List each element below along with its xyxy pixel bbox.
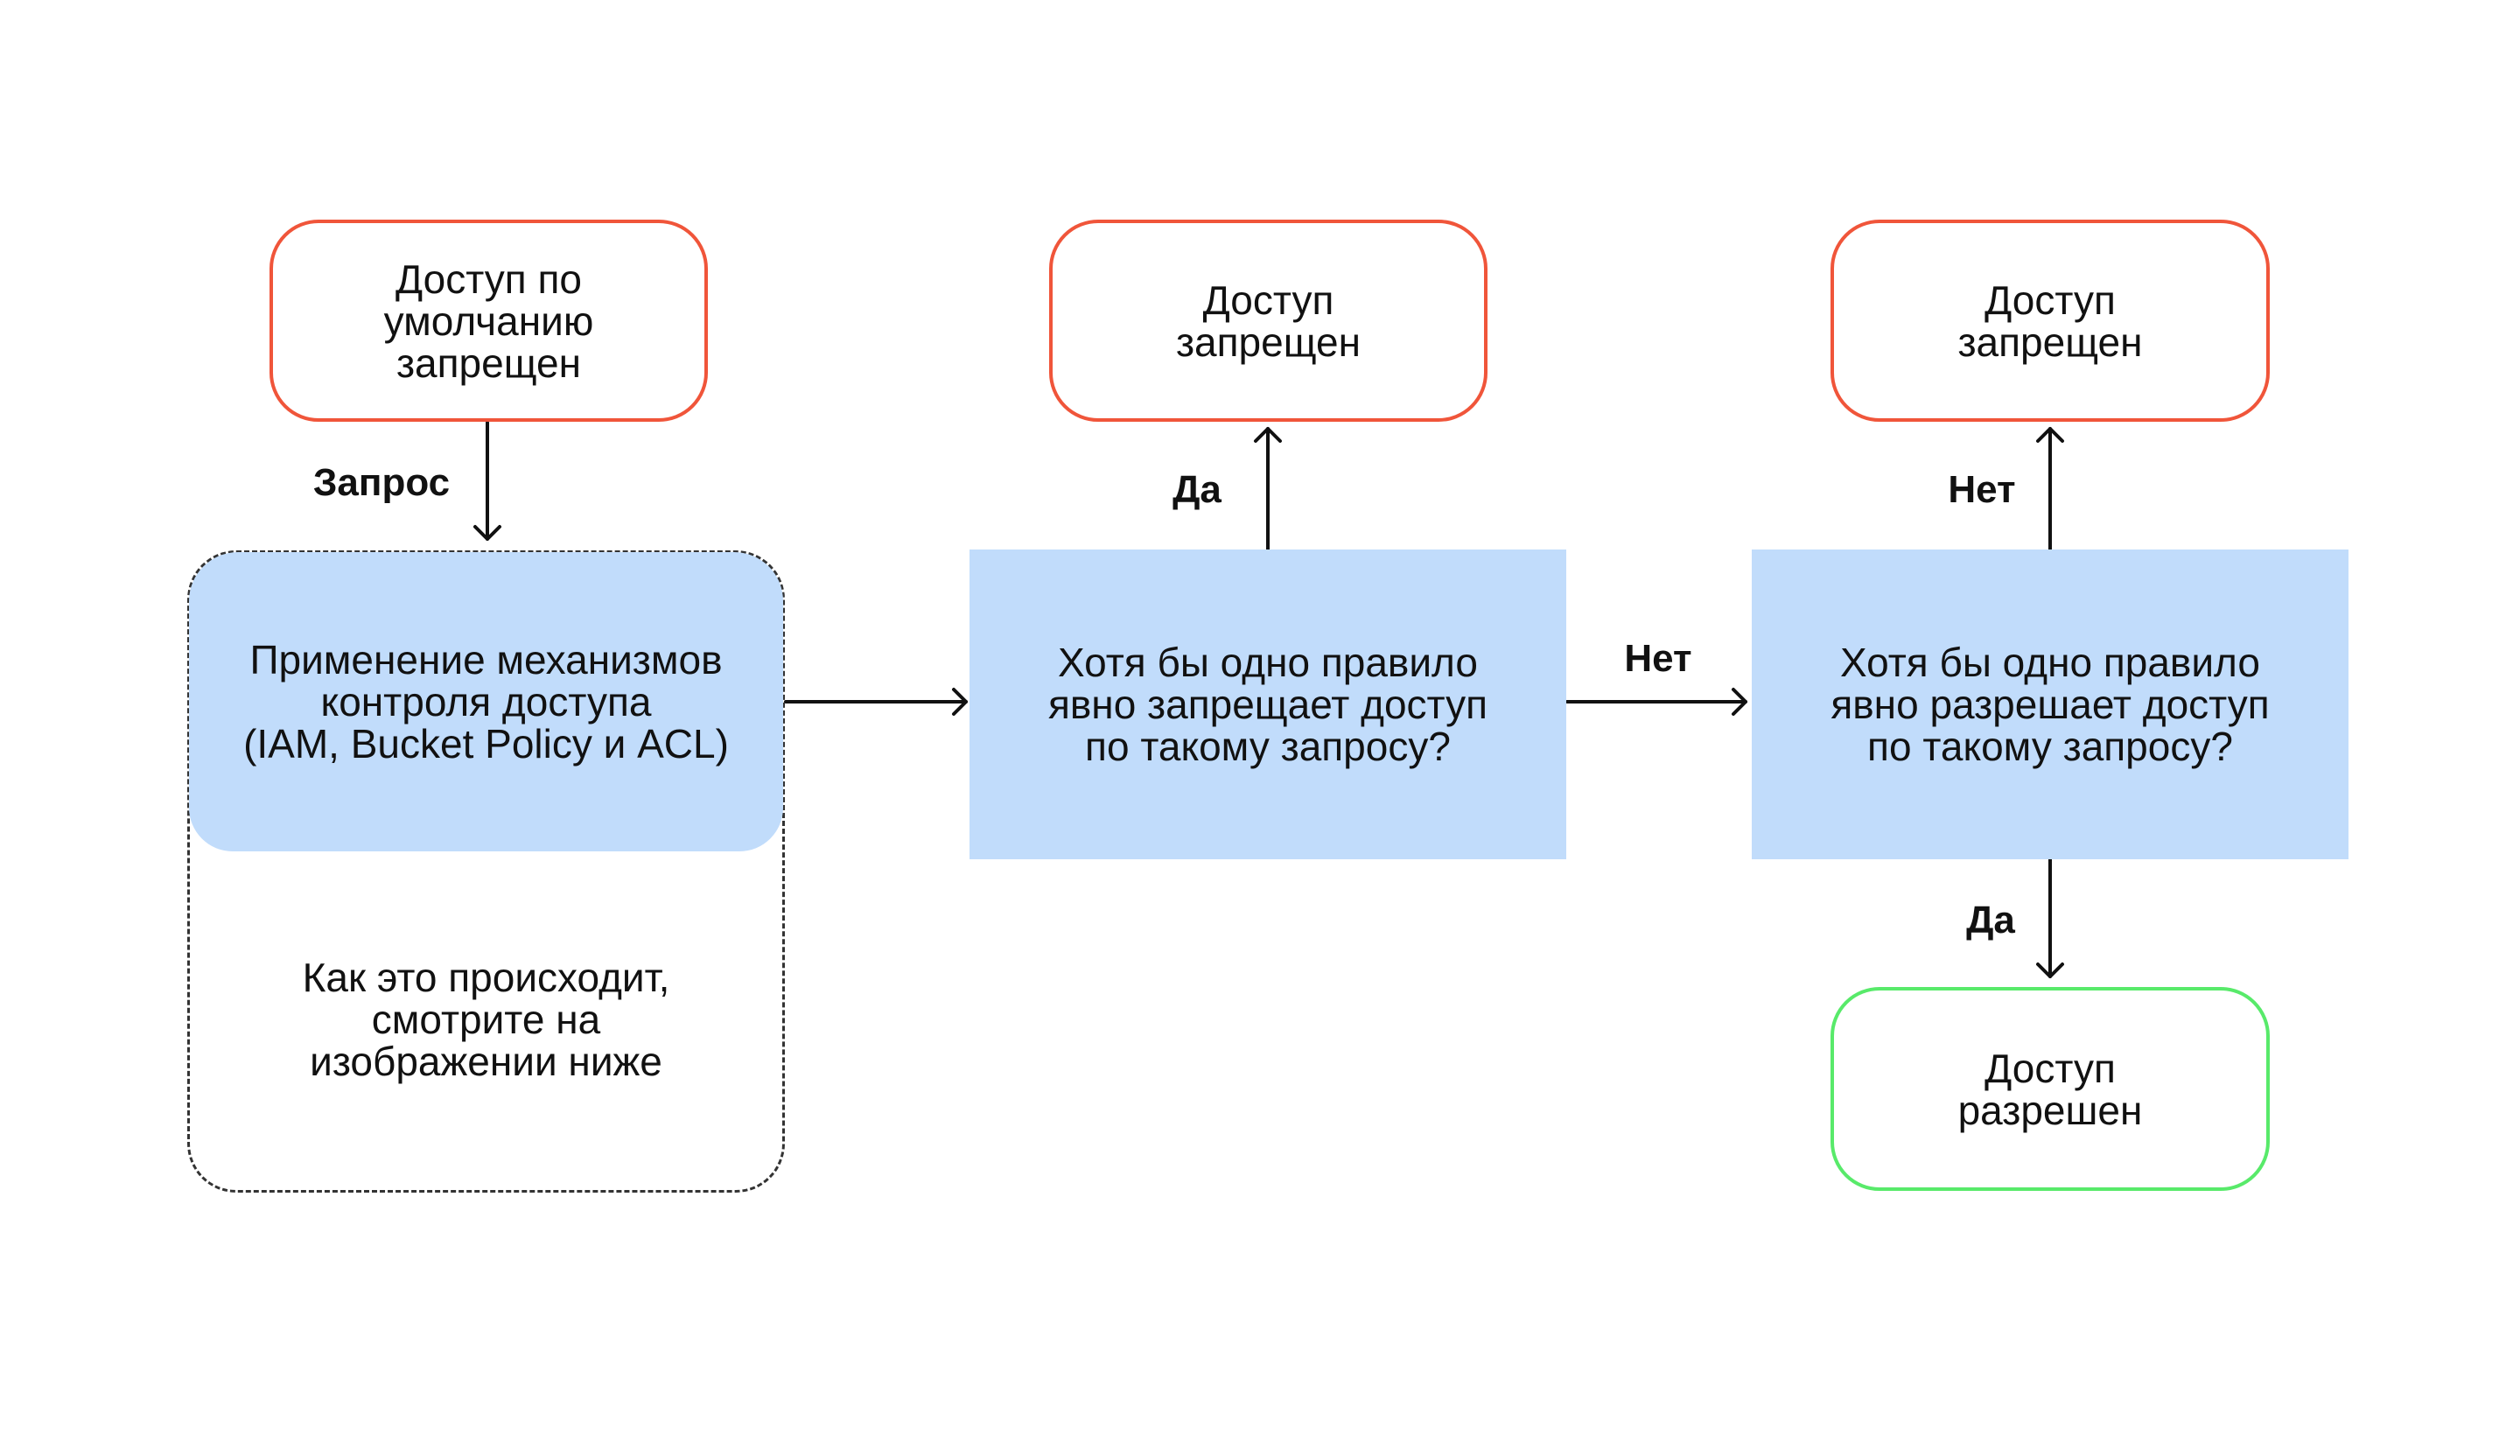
allowed-node: Доступ разрешен xyxy=(1830,987,2270,1191)
see-below-note-label: Как это происходит, смотрите на изображе… xyxy=(302,955,670,1084)
arrowhead-allow-no xyxy=(2036,427,2064,443)
arrowhead-deny-yes xyxy=(1254,427,1282,443)
allow-no-edge-label: Нет xyxy=(1948,468,2016,511)
arrowhead-process-to-deny-check xyxy=(952,688,968,716)
deny-yes-edge-label: Да xyxy=(1172,468,1222,511)
arrowhead-allow-yes xyxy=(2036,962,2064,978)
see-below-note: Как это происходит, смотрите на изображе… xyxy=(189,919,783,1120)
explicit-deny-check-node: Хотя бы одно правило явно запрещает дост… xyxy=(970,550,1566,859)
deny-no-edge-label: Нет xyxy=(1624,637,1692,680)
explicit-allow-check-label: Хотя бы одно правило явно разрешает дост… xyxy=(1830,640,2270,769)
arrowhead-request xyxy=(473,525,501,541)
explicit-allow-check-node: Хотя бы одно правило явно разрешает дост… xyxy=(1752,550,2348,859)
default-deny-node: Доступ по умолчанию запрещен xyxy=(270,220,708,422)
apply-mechanisms-label: Применение механизмов контроля доступа (… xyxy=(243,637,729,766)
default-deny-label: Доступ по умолчанию запрещен xyxy=(383,256,594,386)
denied-after-allow-label: Доступ запрещен xyxy=(1957,276,2143,365)
arrowhead-deny-no xyxy=(1732,688,1747,716)
allow-yes-edge-label: Да xyxy=(1966,899,2015,942)
explicit-deny-check-label: Хотя бы одно правило явно запрещает дост… xyxy=(1047,640,1488,769)
access-control-group xyxy=(187,550,785,1193)
denied-after-deny-label: Доступ запрещен xyxy=(1175,276,1362,365)
request-edge-label: Запрос xyxy=(312,461,451,504)
denied-after-deny-node: Доступ запрещен xyxy=(1049,220,1488,422)
allowed-label: Доступ разрешен xyxy=(1957,1045,2143,1133)
apply-mechanisms-node: Применение механизмов контроля доступа (… xyxy=(189,552,783,851)
denied-after-allow-node: Доступ запрещен xyxy=(1830,220,2270,422)
